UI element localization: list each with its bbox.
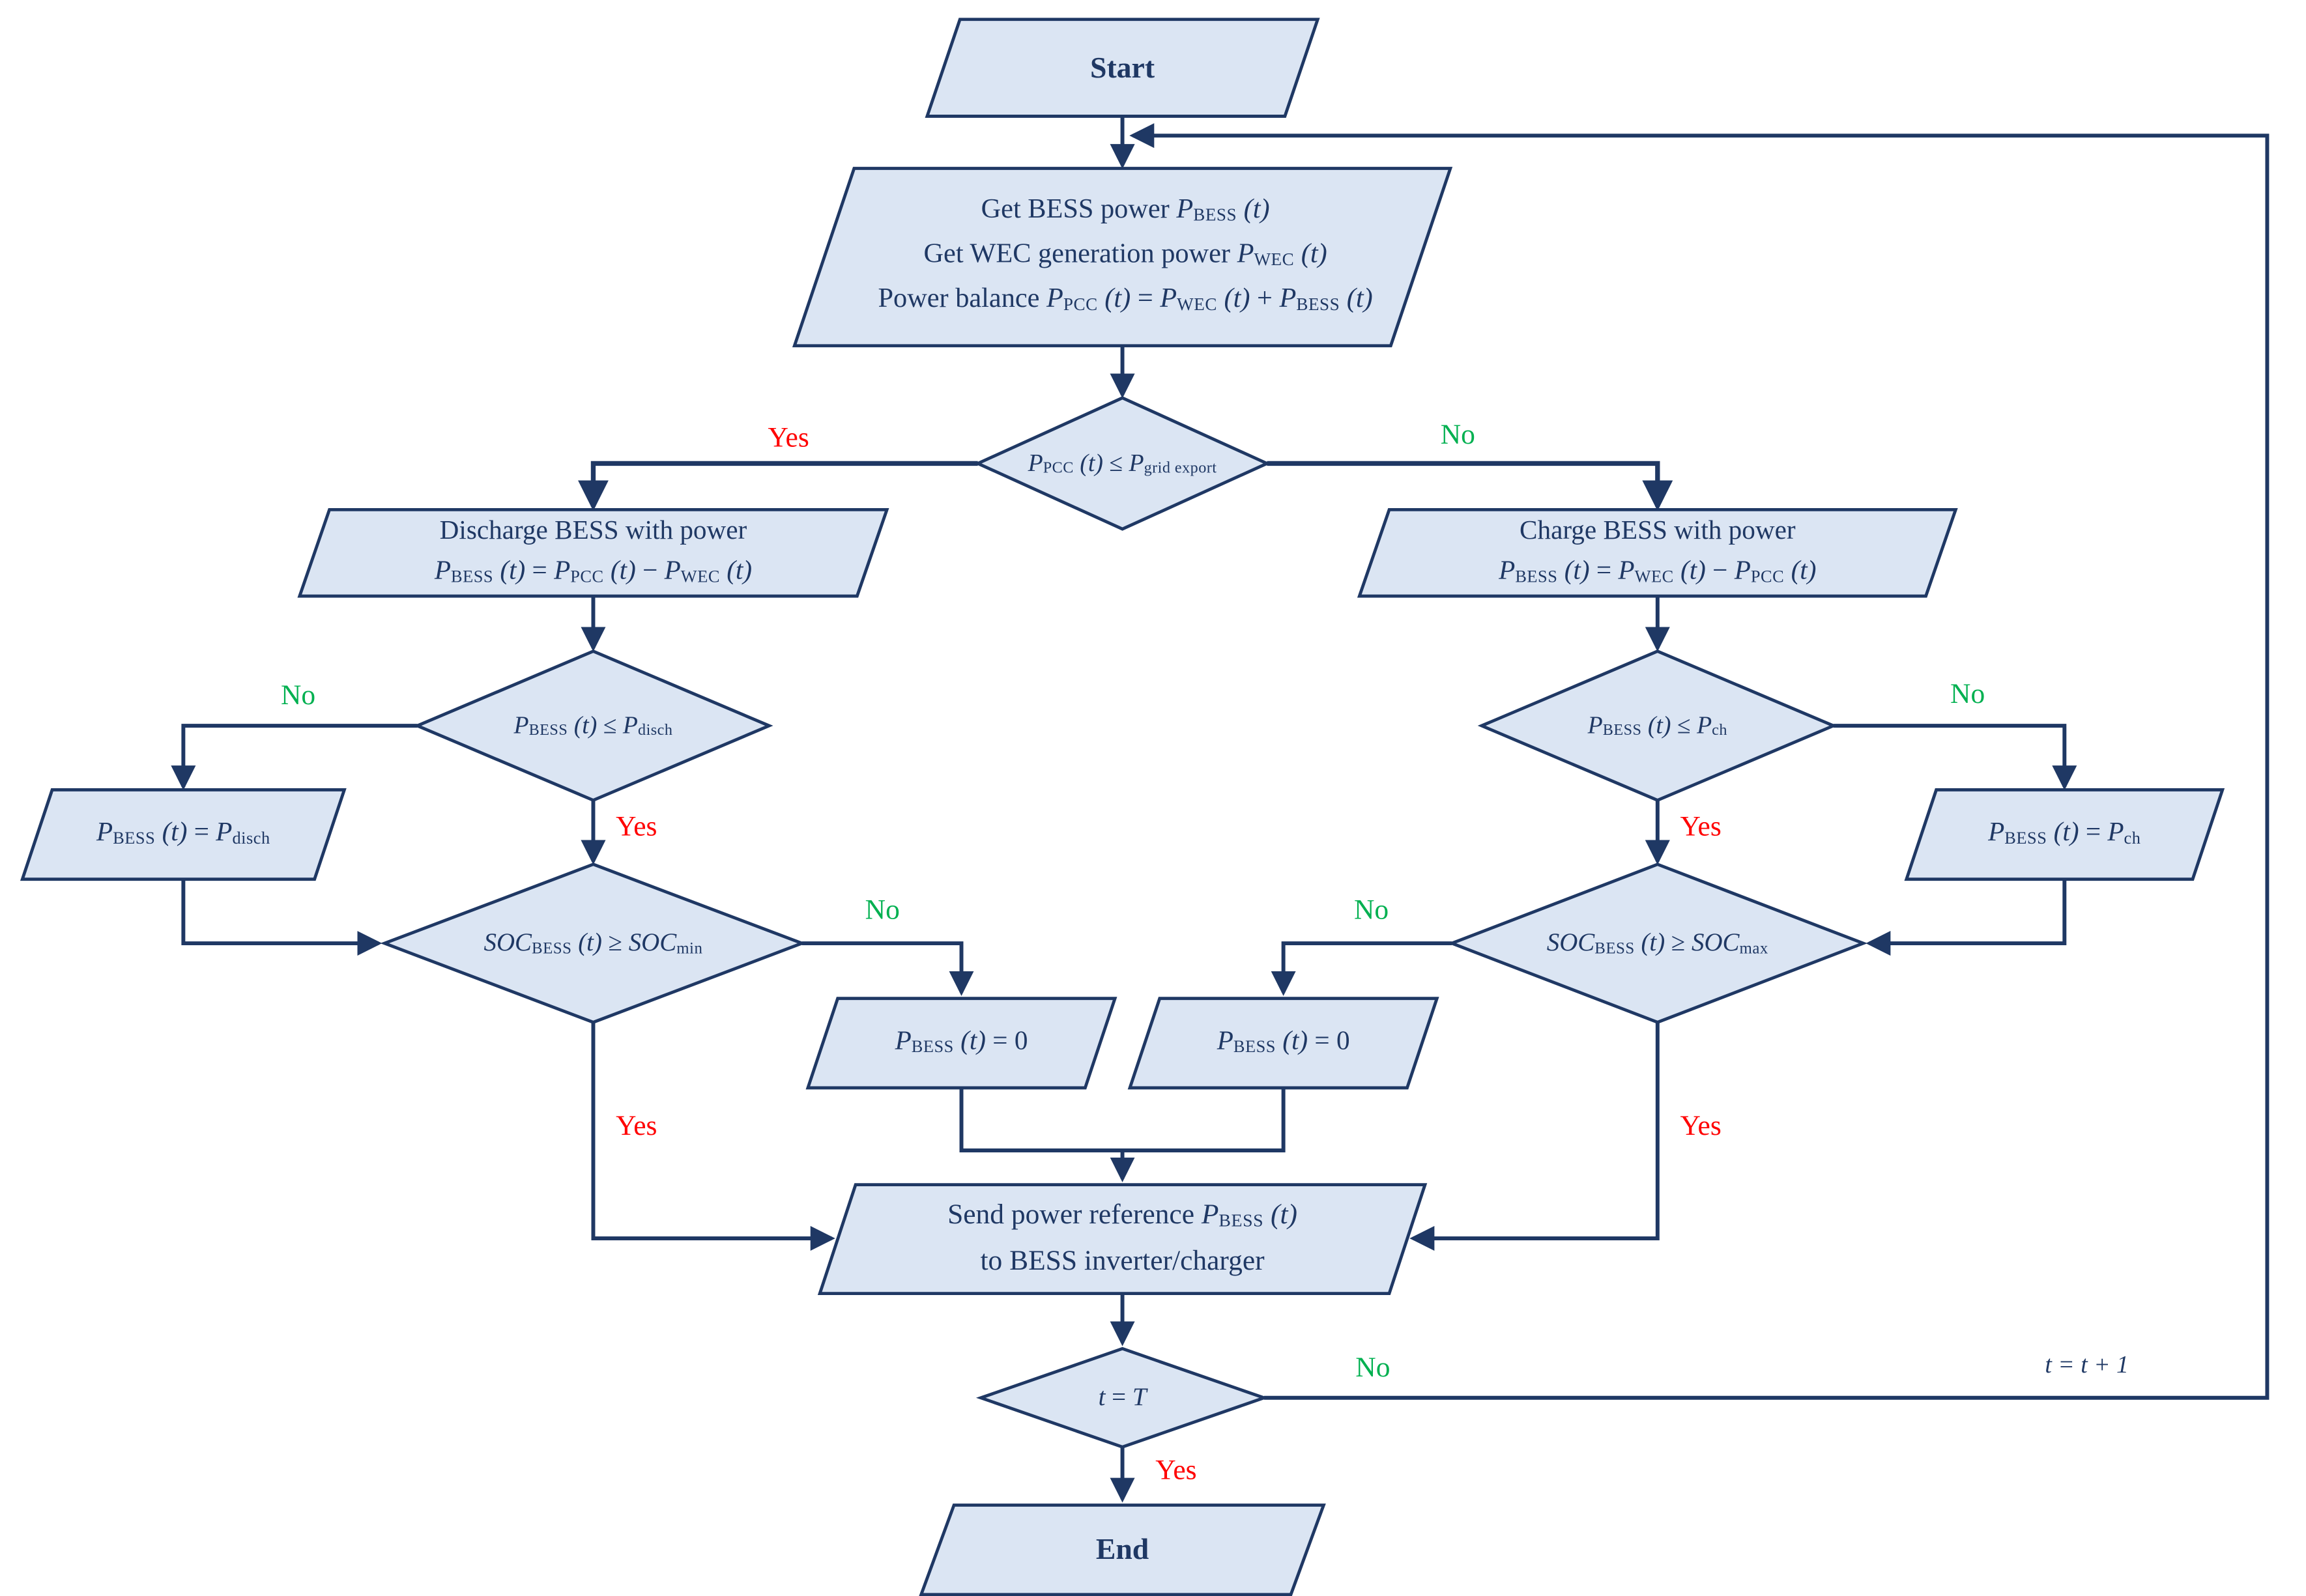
acquire-line-2: Get WEC generation power PWEC (t) <box>923 240 1327 270</box>
branch-label-socmax-yes: Yes <box>1680 1111 1722 1143</box>
branch-label-grid-no: No <box>1440 420 1475 451</box>
edge-zero-merge-bar <box>959 1087 1286 1153</box>
acquire-line-3: Power balance PPCC (t) = PWEC (t) + PBES… <box>878 284 1373 315</box>
set-pch-node-label: PBESS (t) = Pch <box>1988 816 2141 848</box>
charge-line-1: Charge BESS with power <box>1520 515 1796 545</box>
send-line-1: Send power reference PBESS (t) <box>947 1199 1298 1231</box>
set-zero-right-node <box>1127 997 1439 1090</box>
socmin-decision <box>380 862 807 1024</box>
charge-node <box>1357 507 1958 598</box>
socmin-decision-label: SOCBESS (t) ≥ SOCmin <box>483 928 703 958</box>
t-equals-T-decision-label: t = T <box>1098 1382 1147 1411</box>
branch-label-pdisch-yes: Yes <box>616 811 657 843</box>
branch-label-grid-yes: Yes <box>768 422 809 454</box>
grid-export-decision <box>973 396 1271 531</box>
pch-decision <box>1477 649 1838 803</box>
edge-pdisch-no-to-set-pdisch <box>171 724 418 791</box>
branch-label-t-yes: Yes <box>1155 1455 1197 1487</box>
set-zero-left-node <box>805 997 1117 1090</box>
branch-label-pdisch-no: No <box>280 680 316 712</box>
branch-label-socmin-yes: Yes <box>616 1111 657 1143</box>
socmax-decision <box>1447 862 1868 1024</box>
discharge-line-1: Discharge BESS with power <box>439 515 747 545</box>
end-node <box>919 1503 1326 1596</box>
pdisch-decision-label: PBESS (t) ≤ Pdisch <box>513 711 673 740</box>
acquire-node <box>792 167 1453 348</box>
start-node <box>925 18 1320 118</box>
acquire-node-label: Get BESS power PBESS (t) Get WEC generat… <box>878 190 1373 324</box>
edge-grid-no-to-charge <box>1267 461 1673 511</box>
start-node-label: Start <box>1090 52 1155 85</box>
edge-socmax-no-to-zero-right <box>1271 941 1452 996</box>
set-zero-left-node-label: PBESS (t) = 0 <box>895 1025 1028 1057</box>
discharge-node <box>297 507 889 598</box>
charge-line-2: PBESS (t) = PWEC (t) − PPCC (t) <box>1499 555 1817 586</box>
set-pdisch-node <box>20 788 347 881</box>
edge-set-pdisch-to-socmin <box>181 879 382 956</box>
set-pch-node <box>1904 788 2225 881</box>
grid-export-decision-label: PPCC (t) ≤ Pgrid export <box>1028 448 1217 478</box>
send-node-label: Send power reference PBESS (t) to BESS i… <box>947 1193 1297 1283</box>
branch-label-socmin-no: No <box>865 894 900 926</box>
branch-label-pch-no: No <box>1950 679 1985 711</box>
edge-set-pch-to-socmax <box>1866 879 2067 956</box>
socmax-decision-label: SOCBESS (t) ≥ SOCmax <box>1546 928 1768 958</box>
end-node-label: End <box>1095 1533 1149 1567</box>
charge-node-label: Charge BESS with power PBESS (t) = PWEC … <box>1499 511 1816 595</box>
edge-pch-no-to-set-pch <box>1833 724 2077 791</box>
discharge-line-2: PBESS (t) = PPCC (t) − PWEC (t) <box>434 555 753 586</box>
edge-socmax-yes-to-send <box>1409 1022 1660 1251</box>
send-line-2: to BESS inverter/charger <box>980 1246 1265 1277</box>
set-pdisch-node-label: PBESS (t) = Pdisch <box>96 816 270 848</box>
edge-socmin-no-to-zero-left <box>801 941 974 996</box>
discharge-node-label: Discharge BESS with power PBESS (t) = PP… <box>435 511 752 595</box>
set-zero-right-node-label: PBESS (t) = 0 <box>1217 1025 1350 1057</box>
send-node <box>817 1183 1428 1296</box>
pdisch-decision <box>413 649 773 803</box>
pch-decision-label: PBESS (t) ≤ Pch <box>1587 711 1727 740</box>
branch-label-t-no: No <box>1355 1352 1391 1384</box>
t-equals-T-decision <box>975 1347 1269 1449</box>
edge-loop-t-plus-1 <box>1129 123 2270 1400</box>
t-increment-annotation: t = t + 1 <box>2045 1350 2129 1379</box>
branch-label-socmax-no: No <box>1354 894 1389 926</box>
branch-label-pch-yes: Yes <box>1680 811 1722 843</box>
acquire-line-1: Get BESS power PBESS (t) <box>981 195 1270 225</box>
edge-grid-yes-to-discharge <box>578 461 978 511</box>
edge-socmin-yes-to-send <box>591 1022 835 1251</box>
